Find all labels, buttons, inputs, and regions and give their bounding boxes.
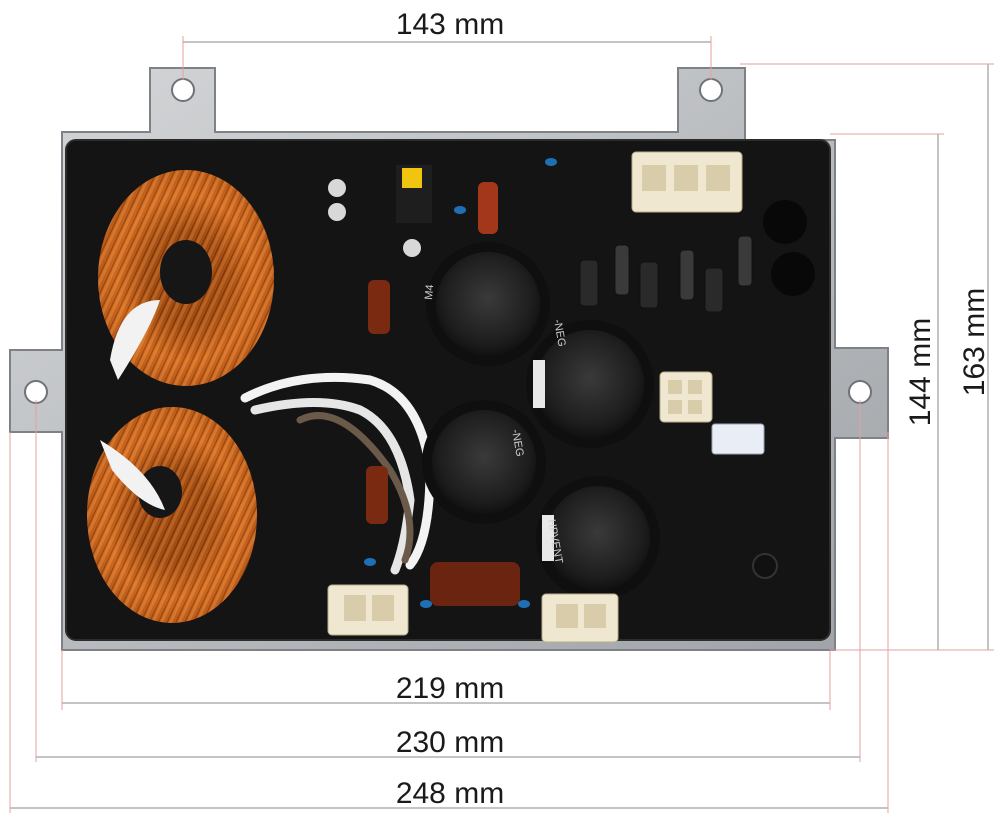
- wire-bundle: [240, 372, 435, 575]
- connector-bottom-right: [541, 593, 619, 643]
- dimension-top-width: 143 mm: [396, 8, 504, 41]
- connector-top: [631, 151, 743, 213]
- capacitor-large-3: -NEG: [422, 400, 546, 524]
- toroid-coil-top: [98, 170, 274, 386]
- dimension-height-outer: 163 mm: [958, 288, 991, 396]
- connector-bottom-left: [327, 584, 409, 636]
- capacitor-marking: M4: [423, 284, 436, 300]
- connector-mid-right: [659, 371, 713, 423]
- dimension-height-inner: 144 mm: [904, 318, 937, 426]
- diode-row: [579, 235, 753, 313]
- mount-hole-right: [848, 380, 872, 404]
- capacitor-marking: -NEG: [509, 428, 526, 457]
- dimension-holes-width: 230 mm: [396, 726, 504, 759]
- connector-small-blue: [711, 423, 765, 455]
- dimension-board-width: 219 mm: [396, 672, 504, 705]
- capacitor-large-4: HPVENT: [536, 476, 660, 600]
- mount-hole-left: [24, 380, 48, 404]
- dimension-lines: [9, 36, 994, 813]
- mount-hole-top-left: [171, 78, 195, 102]
- capacitor-large-1: M4: [423, 242, 550, 366]
- dimension-overall-width: 248 mm: [396, 777, 504, 810]
- capacitor-marking: -NEG: [551, 318, 568, 347]
- mount-hole-top-right: [699, 78, 723, 102]
- capacitor-large-2: -NEG: [526, 318, 654, 448]
- small-components: [328, 158, 815, 608]
- toroid-coil-bottom: [87, 407, 257, 623]
